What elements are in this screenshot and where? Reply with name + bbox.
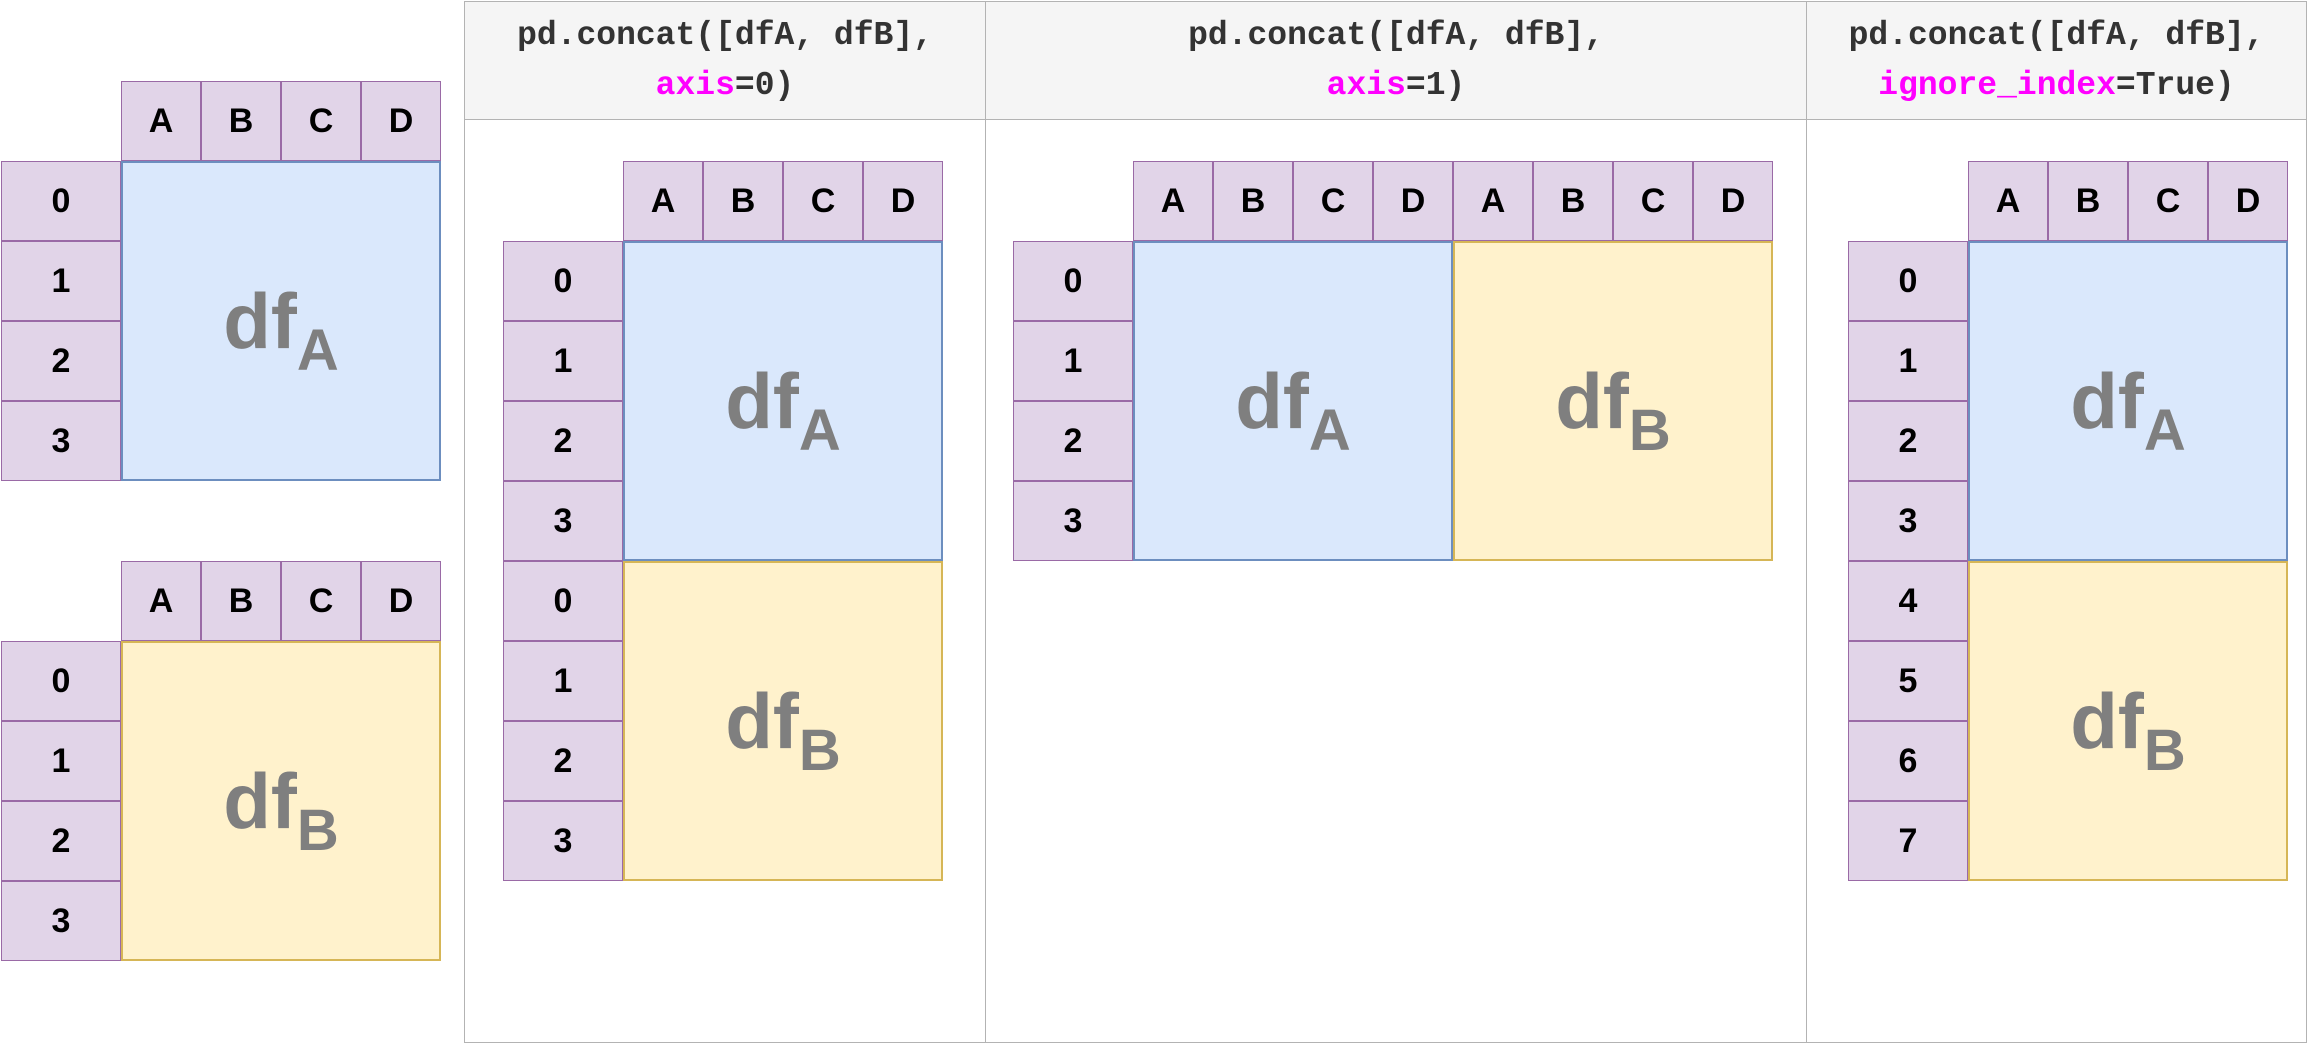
dfA-block: dfA [1133, 241, 1453, 561]
row-index: 2 [1848, 401, 1968, 481]
row-index: 1 [1, 241, 121, 321]
dfA-label: dfA [1235, 357, 1351, 463]
row-index: 3 [1013, 481, 1133, 561]
dfB-block: dfB [623, 561, 943, 881]
dfA-block: dfA [623, 241, 943, 561]
row-index: 0 [503, 241, 623, 321]
row-index: 1 [503, 321, 623, 401]
col-header: B [1213, 161, 1293, 241]
row-index: 3 [1848, 481, 1968, 561]
col-header: D [2208, 161, 2288, 241]
col-header: C [1293, 161, 1373, 241]
row-index: 2 [1, 801, 121, 881]
row-index: 0 [1013, 241, 1133, 321]
col-header: D [1373, 161, 1453, 241]
col-header: C [2128, 161, 2208, 241]
col-header: C [281, 561, 361, 641]
row-index: 0 [1, 161, 121, 241]
row-index: 2 [1, 321, 121, 401]
row-index: 0 [503, 561, 623, 641]
keyword: axis [655, 66, 735, 104]
row-index: 2 [1013, 401, 1133, 481]
row-index: 1 [1848, 321, 1968, 401]
row-index: 5 [1848, 641, 1968, 721]
dfB-label: dfB [725, 677, 841, 783]
col-header: C [1613, 161, 1693, 241]
row-index: 7 [1848, 801, 1968, 881]
row-index: 3 [1, 881, 121, 961]
col-header: D [361, 81, 441, 161]
col-header: C [281, 81, 361, 161]
col-header: A [121, 561, 201, 641]
dfA-label: dfA [223, 277, 339, 383]
row-index: 3 [503, 801, 623, 881]
row-index: 2 [503, 401, 623, 481]
dfB-label: dfB [223, 757, 339, 863]
col-header: A [1133, 161, 1213, 241]
col-header: D [863, 161, 943, 241]
row-index: 0 [1, 641, 121, 721]
dfB-block: dfB [1453, 241, 1773, 561]
keyword: axis [1326, 66, 1406, 104]
col-header: B [1533, 161, 1613, 241]
row-index: 6 [1848, 721, 1968, 801]
col-header: B [703, 161, 783, 241]
dfB-label: dfB [1555, 357, 1671, 463]
row-index: 3 [503, 481, 623, 561]
col-header: B [201, 561, 281, 641]
dfB-block: dfB [121, 641, 441, 961]
col-header: B [2048, 161, 2128, 241]
dfB-block: dfB [1968, 561, 2288, 881]
col-header: D [1693, 161, 1773, 241]
dfA-block: dfA [1968, 241, 2288, 561]
col-header: B [201, 81, 281, 161]
dfB-label: dfB [2070, 677, 2186, 783]
col-header: A [623, 161, 703, 241]
code-line-1: pd.concat([dfA, dfB], [1188, 16, 1604, 54]
panel-ignore-index-header: pd.concat([dfA, dfB], ignore_index=True) [1806, 1, 2307, 120]
col-header: A [121, 81, 201, 161]
row-index: 1 [1, 721, 121, 801]
dfA-label: dfA [725, 357, 841, 463]
col-header: D [361, 561, 441, 641]
code-line-1: pd.concat([dfA, dfB], [517, 16, 933, 54]
col-header: A [1453, 161, 1533, 241]
row-index: 0 [1848, 241, 1968, 321]
code-line-1: pd.concat([dfA, dfB], [1848, 16, 2265, 54]
row-index: 1 [1013, 321, 1133, 401]
row-index: 4 [1848, 561, 1968, 641]
col-header: C [783, 161, 863, 241]
row-index: 2 [503, 721, 623, 801]
panel-axis1-header: pd.concat([dfA, dfB], axis=1) [985, 1, 1807, 120]
code-line-2: axis=1) [1326, 66, 1466, 104]
col-header: A [1968, 161, 2048, 241]
row-index: 3 [1, 401, 121, 481]
dfA-label: dfA [2070, 357, 2186, 463]
row-index: 1 [503, 641, 623, 721]
code-line-2: axis=0) [655, 66, 795, 104]
keyword: ignore_index [1878, 66, 2116, 104]
dfA-block: dfA [121, 161, 441, 481]
code-line-2: ignore_index=True) [1878, 66, 2235, 104]
panel-axis0-header: pd.concat([dfA, dfB], axis=0) [464, 1, 986, 120]
